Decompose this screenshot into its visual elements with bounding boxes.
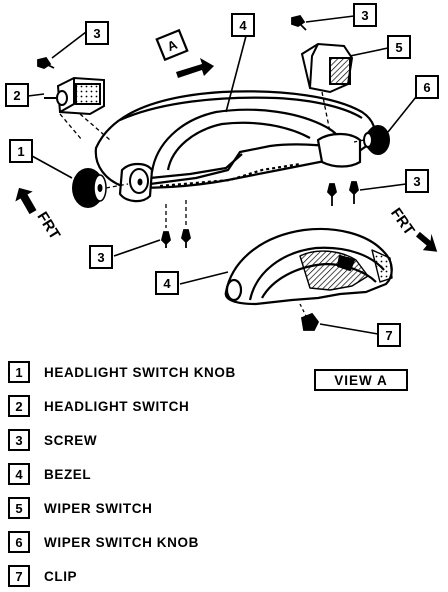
legend-num: 1 [8, 361, 30, 383]
svg-text:5: 5 [395, 40, 402, 55]
callout-1: 1 [9, 139, 33, 163]
svg-text:FRT: FRT [33, 209, 63, 243]
legend-row-5: 5 WIPER SWITCH [8, 494, 152, 522]
callout-4-bottom: 4 [155, 271, 179, 295]
screw-top-right [291, 14, 307, 31]
svg-text:2: 2 [13, 88, 20, 103]
leader-lines [27, 15, 421, 335]
callout-4-top: 4 [231, 13, 255, 37]
legend-row-6: 6 WIPER SWITCH KNOB [8, 528, 199, 556]
callout-3-bottom: 3 [89, 245, 113, 269]
legend-row-7: 7 CLIP [8, 562, 77, 590]
legend-label: WIPER SWITCH KNOB [44, 534, 199, 550]
legend-num: 6 [8, 531, 30, 553]
clip [299, 303, 320, 331]
svg-text:6: 6 [423, 80, 430, 95]
legend-num: 3 [8, 429, 30, 451]
frt-arrow-right: FRT [387, 205, 438, 252]
screw-bottom-pair [161, 229, 191, 248]
view-a-label: VIEW A [314, 369, 408, 391]
legend-label: WIPER SWITCH [44, 500, 153, 516]
legend-label: HEADLIGHT SWITCH [44, 398, 190, 414]
headlight-switch-knob [72, 168, 107, 208]
svg-text:1: 1 [17, 144, 24, 159]
legend-num: 2 [8, 395, 30, 417]
legend-num: 5 [8, 497, 30, 519]
svg-text:3: 3 [361, 8, 368, 23]
legend-label: HEADLIGHT SWITCH KNOB [44, 364, 236, 380]
callout-5: 5 [387, 35, 411, 59]
legend-row-3: 3 SCREW [8, 426, 97, 454]
legend-num: 7 [8, 565, 30, 587]
headlight-switch [44, 76, 105, 116]
frt-arrow-left: FRT [15, 187, 63, 243]
svg-text:4: 4 [239, 18, 247, 33]
callout-7: 7 [377, 323, 401, 347]
svg-text:7: 7 [385, 328, 392, 343]
svg-text:3: 3 [413, 174, 420, 189]
svg-text:3: 3 [93, 26, 100, 41]
legend-row-4: 4 BEZEL [8, 460, 91, 488]
svg-text:3: 3 [97, 250, 104, 265]
legend-label: BEZEL [44, 466, 92, 482]
callout-3-right: 3 [405, 169, 429, 193]
legend-num: 4 [8, 463, 30, 485]
view-a-arrow: A [155, 28, 214, 78]
legend-label: SCREW [44, 432, 98, 448]
legend-label: CLIP [44, 568, 78, 584]
callout-3-top-right: 3 [353, 3, 377, 27]
legend-row-1: 1 HEADLIGHT SWITCH KNOB [8, 358, 236, 386]
screw-top-left [37, 56, 55, 69]
callout-3-top-left: 3 [85, 21, 109, 45]
wiper-switch [300, 42, 354, 94]
legend-row-2: 2 HEADLIGHT SWITCH [8, 392, 189, 420]
svg-text:FRT: FRT [387, 205, 418, 239]
svg-text:4: 4 [163, 276, 171, 291]
screw-right-pair [327, 181, 359, 206]
wiper-switch-knob [363, 125, 390, 155]
bezel-lower-view-a [224, 227, 393, 306]
callout-6: 6 [415, 75, 439, 99]
callout-2: 2 [5, 83, 29, 107]
